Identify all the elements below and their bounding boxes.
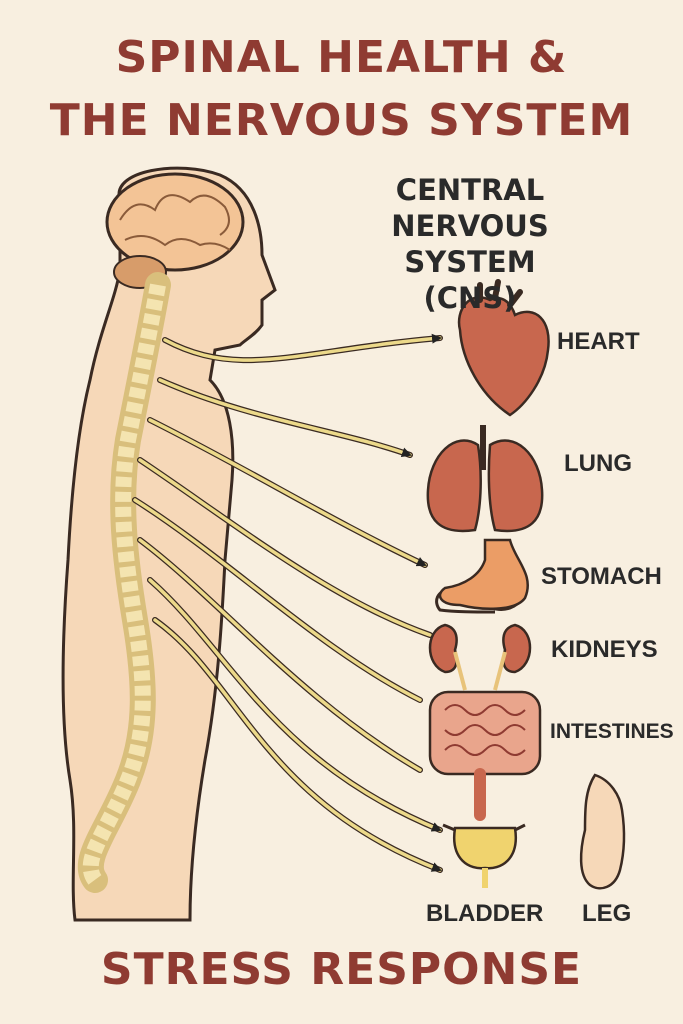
kidneys-icon xyxy=(428,623,532,691)
footer-title: STRESS RESPONSE xyxy=(100,944,583,995)
page-title-line2: THE NERVOUS SYSTEM xyxy=(49,95,634,146)
bladder-icon xyxy=(442,823,526,888)
cns-label-line1: CENTRAL xyxy=(395,173,545,207)
leg-label: LEG xyxy=(582,900,632,927)
bladder-label: BLADDER xyxy=(426,900,544,927)
body-silhouette xyxy=(61,166,277,922)
cns-label: CENTRAL NERVOUS SYSTEM (CNS) xyxy=(360,172,580,316)
nerve-bundle-fill xyxy=(133,333,442,872)
heart-icon xyxy=(457,279,550,417)
page-title-line1: SPINAL HEALTH & xyxy=(115,32,568,83)
stomach-label: STOMACH xyxy=(541,563,662,590)
intestines-label: INTESTINES xyxy=(550,720,674,743)
stomach-icon xyxy=(435,538,529,614)
kidneys-label: KIDNEYS xyxy=(551,636,658,663)
lung-icon xyxy=(426,425,544,533)
cns-label-line3: SYSTEM (CNS) xyxy=(404,245,536,315)
spine-icon xyxy=(77,272,171,893)
cns-label-line2: NERVOUS xyxy=(391,209,549,243)
heart-label: HEART xyxy=(557,328,640,355)
leg-icon xyxy=(579,773,626,890)
lung-label: LUNG xyxy=(564,450,632,477)
intestines-icon xyxy=(428,690,542,821)
